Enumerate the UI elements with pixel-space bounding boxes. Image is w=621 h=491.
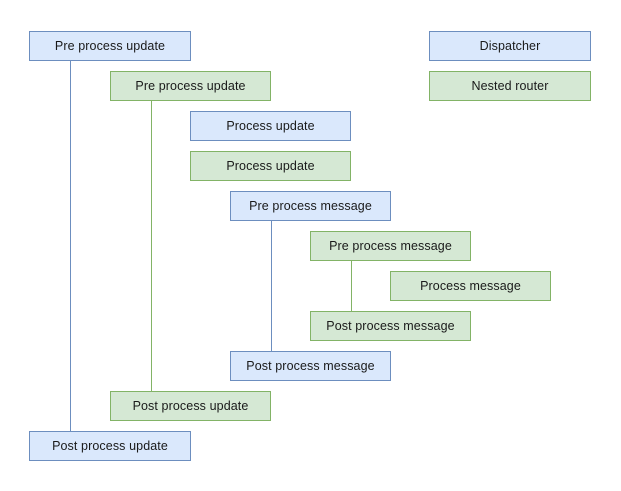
- legend-item-nested-router[interactable]: Nested router: [429, 71, 591, 101]
- node-pre-process-update-dispatcher[interactable]: Pre process update: [29, 31, 191, 61]
- node-label: Process update: [226, 158, 315, 173]
- node-process-update-dispatcher[interactable]: Process update: [190, 111, 351, 141]
- node-label: Nested router: [471, 78, 549, 93]
- connector-edge-dispatcher-outer: [70, 60, 71, 432]
- node-label: Post process update: [132, 398, 249, 413]
- node-label: Post process update: [52, 438, 168, 453]
- node-post-process-message-router[interactable]: Post process message: [310, 311, 471, 341]
- node-process-message-router[interactable]: Process message: [390, 271, 551, 301]
- node-label: Post process message: [326, 318, 455, 333]
- node-label: Dispatcher: [479, 38, 541, 53]
- legend-item-dispatcher[interactable]: Dispatcher: [429, 31, 591, 61]
- node-label: Process update: [226, 118, 315, 133]
- node-pre-process-update-router[interactable]: Pre process update: [110, 71, 271, 101]
- node-process-update-router[interactable]: Process update: [190, 151, 351, 181]
- node-label: Pre process update: [135, 78, 246, 93]
- node-pre-process-message-dispatcher[interactable]: Pre process message: [230, 191, 391, 221]
- node-label: Pre process message: [249, 198, 372, 213]
- node-pre-process-message-router[interactable]: Pre process message: [310, 231, 471, 261]
- node-label: Pre process message: [329, 238, 452, 253]
- connector-edge-dispatcher-inner: [271, 220, 272, 352]
- node-label: Process message: [420, 278, 521, 293]
- connector-edge-router-inner: [351, 260, 352, 312]
- connector-edge-router-outer: [151, 100, 152, 392]
- node-post-process-update-dispatcher[interactable]: Post process update: [29, 431, 191, 461]
- node-label: Post process message: [246, 358, 375, 373]
- node-post-process-message-dispatcher[interactable]: Post process message: [230, 351, 391, 381]
- node-post-process-update-router[interactable]: Post process update: [110, 391, 271, 421]
- node-label: Pre process update: [54, 38, 166, 53]
